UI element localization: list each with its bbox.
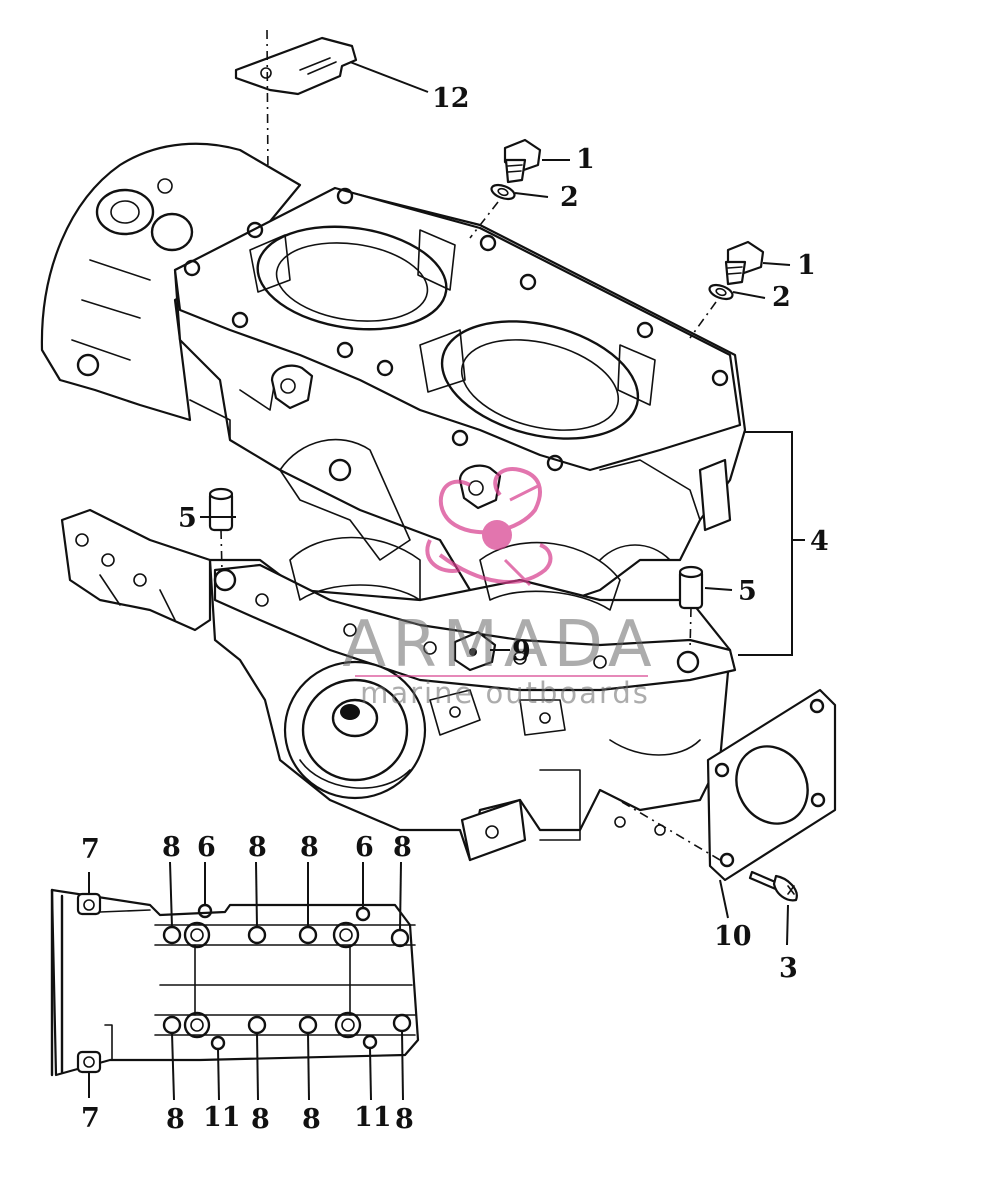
callout-11-bottom-2: 11 [354,1102,392,1133]
leader-lines [88,61,805,1101]
callout-6-top-2: 6 [355,832,374,863]
callout-6-top-1: 6 [197,832,216,863]
callout-8-bottom-3: 8 [302,1104,321,1135]
callout-9: 9 [512,636,531,667]
callout-2-upper: 2 [560,182,579,213]
callout-2-lower: 2 [772,282,791,313]
part-9-nut [453,630,497,672]
callout-8-top-2: 8 [248,832,267,863]
callout-7-top: 7 [81,834,100,865]
armada-logo-emblem [425,467,553,587]
part-5-dowel-left [208,487,234,573]
part-10-cover-plate [621,688,837,882]
part-2-washer-lower [689,283,734,339]
callout-8-bottom-2: 8 [251,1104,270,1135]
callout-5-left: 5 [178,503,197,534]
part-2-washer-upper [469,183,516,239]
callout-1-upper: 1 [576,144,595,175]
armada-watermark: ARMADA marine outboards [342,467,657,710]
part-1-plug-lower [724,240,765,286]
watermark-brand: ARMADA [342,608,657,682]
callout-3: 3 [779,953,798,984]
callout-4: 4 [810,526,829,557]
callout-12: 12 [432,83,470,114]
part-12-bracket [234,29,358,181]
callout-1-lower: 1 [797,250,816,281]
watermark-tagline: marine outboards [360,676,650,710]
callout-8-top-3: 8 [300,832,319,863]
callout-8-top-1: 8 [162,832,181,863]
part-3-screw [748,870,798,902]
inset-bolt-view [50,888,420,1077]
callout-8-bottom-4: 8 [395,1104,414,1135]
callout-8-top-4: 8 [393,832,412,863]
callout-11-bottom-1: 11 [203,1102,241,1133]
callout-5-right: 5 [738,576,757,607]
cylinder-block [40,142,747,612]
part-1-plug-upper [503,138,542,184]
callout-labels: 1 2 1 2 12 5 5 4 9 10 3 7 7 8 6 8 8 6 8 … [81,83,829,1135]
callout-10: 10 [714,921,752,952]
callout-8-bottom-1: 8 [166,1104,185,1135]
callout-7-bottom: 7 [81,1103,100,1134]
part-5-dowel-right [678,565,704,651]
